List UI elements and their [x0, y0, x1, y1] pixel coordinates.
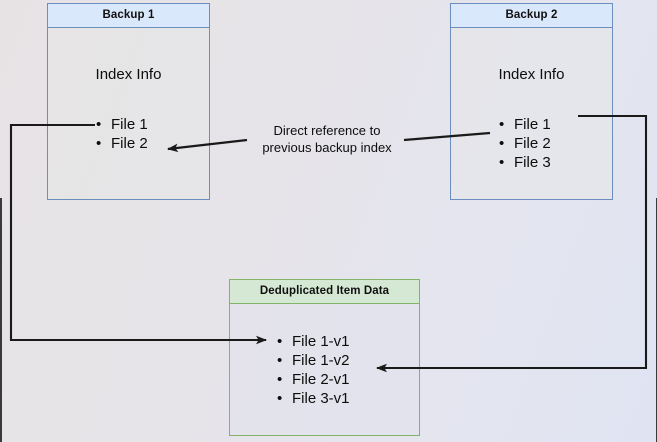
canvas-edge-right	[655, 198, 657, 442]
box-backup-2[interactable]: Backup 2 Index Info File 1 File 2 File 3	[450, 3, 613, 200]
box-deduplicated-item-data[interactable]: Deduplicated Item Data File 1-v1 File 1-…	[229, 279, 420, 436]
box-backup-1[interactable]: Backup 1 Index Info File 1 File 2	[47, 3, 210, 200]
backup-1-file-list: File 1 File 2	[96, 115, 148, 153]
backup-2-file-list: File 1 File 2 File 3	[499, 115, 551, 172]
list-item: File 3	[499, 153, 551, 172]
box-deduplicated-item-data-body: File 1-v1 File 1-v2 File 2-v1 File 3-v1	[230, 304, 419, 435]
box-backup-2-title: Backup 2	[451, 4, 612, 28]
list-item: File 1	[96, 115, 148, 134]
list-item: File 2-v1	[277, 370, 350, 389]
dedup-file-list: File 1-v1 File 1-v2 File 2-v1 File 3-v1	[277, 332, 350, 408]
list-item: File 2	[499, 134, 551, 153]
list-item: File 1-v2	[277, 351, 350, 370]
box-backup-2-body: Index Info File 1 File 2 File 3	[451, 28, 612, 199]
direct-reference-caption: Direct reference to previous backup inde…	[247, 122, 407, 156]
direct-reference-caption-line-2: previous backup index	[262, 140, 392, 155]
backup-2-index-label: Index Info	[498, 66, 565, 83]
canvas-edge-left	[0, 198, 2, 442]
box-backup-1-body: Index Info File 1 File 2	[48, 28, 209, 199]
box-backup-1-title: Backup 1	[48, 4, 209, 28]
list-item: File 1-v1	[277, 332, 350, 351]
list-item: File 1	[499, 115, 551, 134]
box-deduplicated-item-data-title: Deduplicated Item Data	[230, 280, 419, 304]
list-item: File 2	[96, 134, 148, 153]
backup-1-index-label: Index Info	[95, 66, 162, 83]
direct-reference-caption-line-1: Direct reference to	[273, 123, 381, 138]
list-item: File 3-v1	[277, 389, 350, 408]
